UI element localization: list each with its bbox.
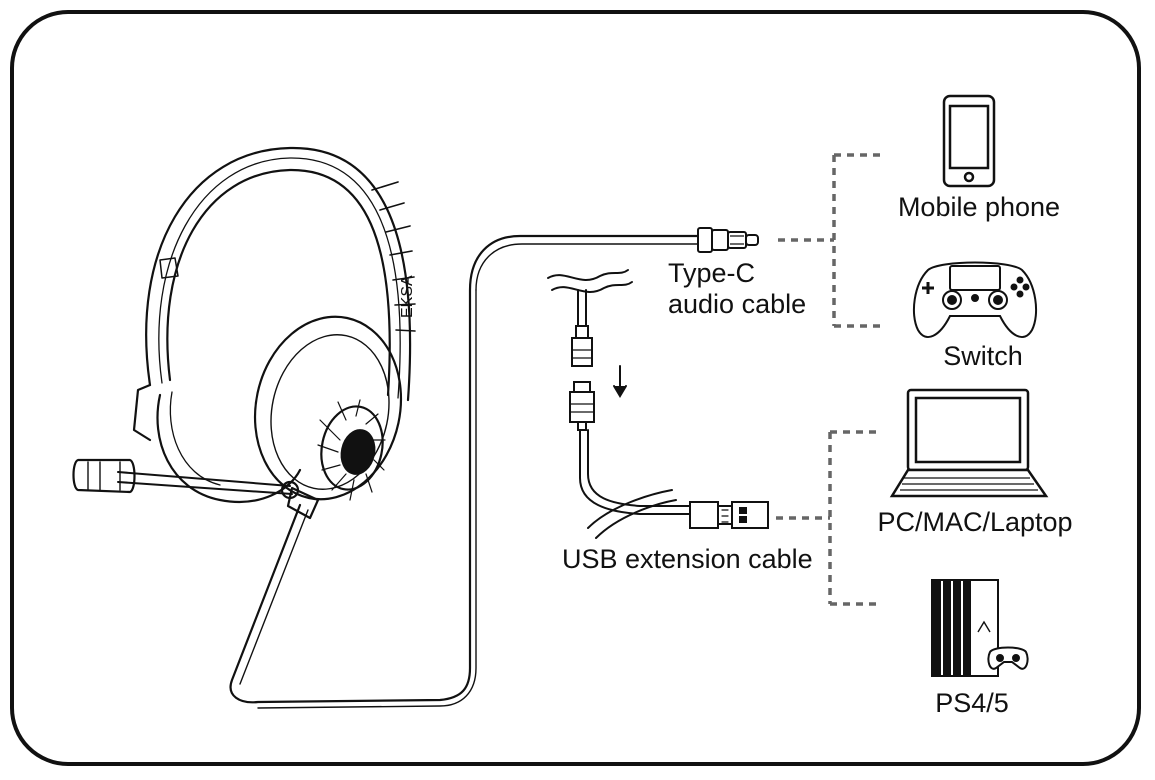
usb-extension-cable-label: USB extension cable: [562, 544, 813, 574]
laptop-icon: [889, 388, 1049, 498]
usb-a-plug-icon: [689, 501, 769, 529]
type-c-cable-label-line2: audio cable: [668, 289, 807, 319]
ps4-5-label: PS4/5: [935, 688, 1009, 718]
pc-mac-laptop-label: PC/MAC/Laptop: [877, 507, 1073, 537]
headset-icon: [72, 146, 702, 709]
gamepad-icon: [912, 261, 1038, 338]
type-c-cable-label-line1: Type-C: [668, 258, 756, 288]
phone-icon: [942, 94, 996, 188]
switch-label: Switch: [943, 341, 1023, 371]
headset-brand-mark: EKSA: [399, 275, 416, 318]
mobile-phone-label: Mobile phone: [897, 192, 1061, 222]
type-c-plug-icon: [697, 227, 759, 253]
usb-extension-cable-icon: [547, 269, 769, 539]
dashed-connectors: [776, 153, 880, 606]
console-icon: [931, 579, 1029, 677]
